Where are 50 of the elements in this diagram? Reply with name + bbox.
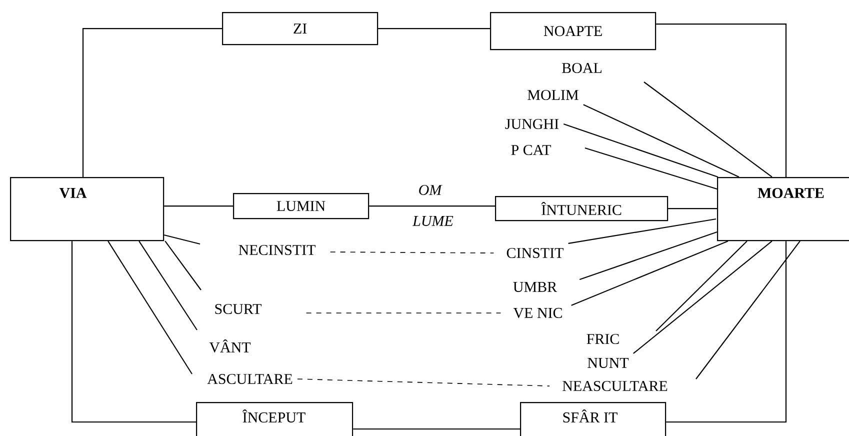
connector-line <box>668 208 717 210</box>
connector-line <box>378 28 490 30</box>
word: NUNT <box>588 358 629 368</box>
edge-label: OM <box>417 184 443 196</box>
box: VIA <box>10 177 164 242</box>
connector-line <box>164 206 233 207</box>
dashed-line <box>306 312 502 314</box>
connector-line <box>369 206 495 207</box>
word: UMBR <box>513 282 558 292</box>
connector-line <box>584 147 718 190</box>
word: JUNGHI <box>505 118 559 130</box>
box: ÎNTUNERIC <box>495 196 668 222</box>
word: BOAL <box>562 62 602 74</box>
connector-line <box>164 234 200 245</box>
connector-line <box>563 123 718 178</box>
word: VÂNT <box>209 339 251 353</box>
connector-line <box>696 240 800 380</box>
connector-line <box>568 218 716 244</box>
connector-line <box>656 24 787 177</box>
dashed-line <box>297 378 550 386</box>
box: NOAPTE <box>490 12 656 50</box>
connector-line <box>108 240 192 374</box>
word: FRIC <box>586 334 619 344</box>
word: NEASCULTARE <box>562 380 668 392</box>
connector-line <box>138 240 198 330</box>
box: ÎNCEPUT <box>196 402 354 436</box>
box: SFÂR IT <box>520 402 666 436</box>
word: ASCULTARE <box>207 374 292 384</box>
box: LUMIN <box>233 193 370 220</box>
connector-line <box>353 428 520 430</box>
connector-line <box>656 240 748 332</box>
word: VE NIC <box>513 308 562 318</box>
connector-line <box>633 240 772 354</box>
word: CINSTIT <box>506 248 564 258</box>
box: ZI <box>222 12 378 46</box>
word: SCURT <box>215 304 262 314</box>
connector-line <box>583 104 740 178</box>
connector-line <box>644 82 772 178</box>
connector-line <box>71 241 196 423</box>
word: NECINSTIT <box>238 244 316 256</box>
connector-line <box>666 241 787 423</box>
word: P CAT <box>511 144 551 156</box>
label: LUME <box>412 216 454 226</box>
connector-line <box>82 28 222 177</box>
word: MOLIM <box>528 90 578 100</box>
connector-line <box>164 240 202 290</box>
dashed-line <box>330 252 494 254</box>
connector-line <box>579 231 718 280</box>
connector-line <box>571 240 728 306</box>
box: MOARTE <box>717 177 849 242</box>
